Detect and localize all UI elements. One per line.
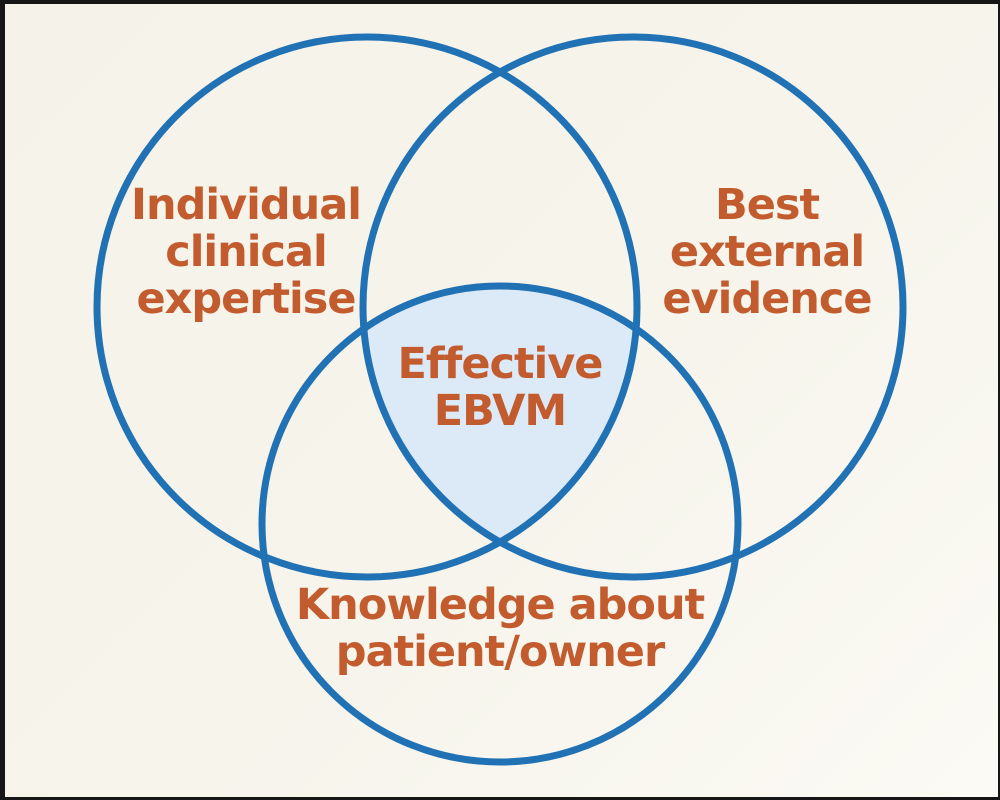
circle-knowledge-about-patient-owner bbox=[258, 282, 742, 766]
circle-best-external-evidence bbox=[359, 33, 907, 581]
center-intersection-fill bbox=[364, 286, 636, 542]
label-best-external-evidence: Best external evidence bbox=[662, 180, 872, 324]
label-knowledge-about-patient-owner: Knowledge about patient/owner bbox=[295, 580, 705, 677]
label-effective-ebvm: Effective EBVM bbox=[397, 339, 604, 436]
label-individual-clinical-expertise: Individual clinical expertise bbox=[130, 180, 362, 324]
circle-individual-clinical-expertise bbox=[93, 33, 641, 581]
